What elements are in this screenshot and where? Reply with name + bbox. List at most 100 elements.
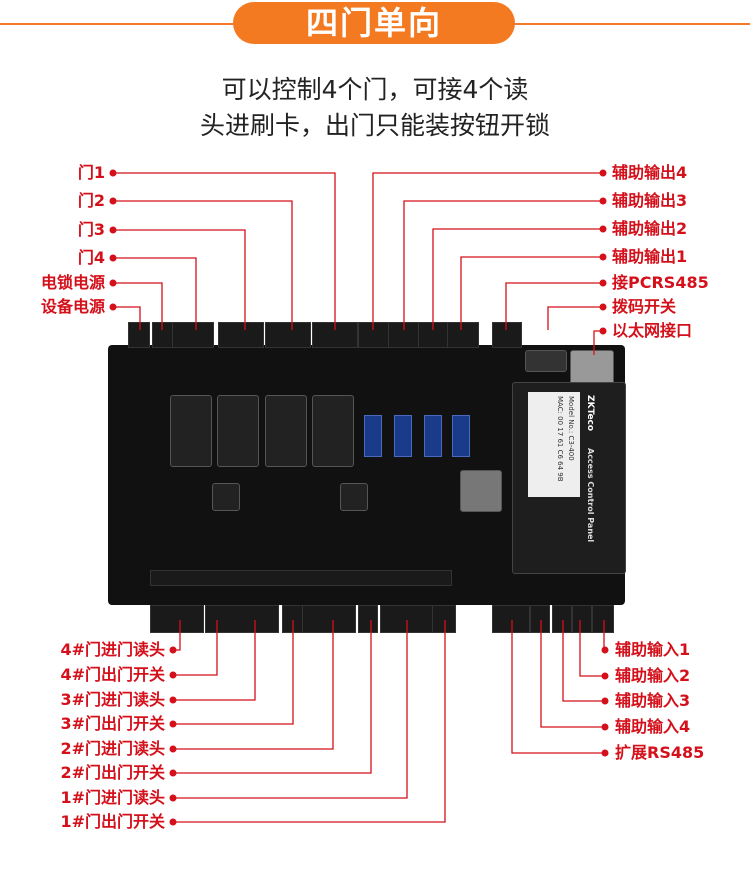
terminal-block (172, 322, 214, 348)
port-label: 门4 (77, 248, 105, 267)
module-title: Access Control Panel (586, 448, 595, 543)
aux-relay (424, 415, 442, 457)
port-label: 3#门出门开关 (60, 714, 165, 733)
leader-line (505, 282, 603, 330)
leader-line (173, 620, 372, 774)
leader-dot (169, 696, 177, 704)
subtitle-line1: 可以控制4个门，可接4个读 (221, 75, 529, 104)
brand-logo: ZKTeco (585, 395, 595, 432)
leader-dot (601, 697, 609, 705)
terminal-block (128, 322, 150, 348)
leader-dot (601, 723, 609, 731)
aux-relay (394, 415, 412, 457)
leader-dot (599, 169, 607, 177)
leader-dot (599, 253, 607, 261)
port-label: 辅助输入2 (615, 666, 691, 685)
terminal-block (432, 605, 456, 633)
terminal-block (302, 605, 356, 633)
port-label: 电锁电源 (40, 273, 105, 292)
model-number: Model No.: C3-400 (567, 396, 575, 461)
banner-line-right (513, 23, 750, 25)
port-label: 以太网接口 (612, 321, 693, 340)
leader-line (113, 282, 163, 330)
leader-dot (169, 794, 177, 802)
leader-dot (169, 745, 177, 753)
port-label: 4#门出门开关 (60, 665, 165, 684)
subtitle-line2: 头进刷卡，出门只能装按钮开锁 (199, 111, 550, 140)
leader-line (547, 306, 603, 330)
terminal-block (447, 322, 479, 348)
battery (460, 470, 502, 512)
port-label: 辅助输出1 (612, 247, 688, 266)
leader-dot (109, 169, 117, 177)
port-label: 辅助输出2 (612, 219, 688, 238)
leader-line (173, 620, 446, 823)
leader-line (432, 228, 603, 330)
dip-switch (525, 350, 567, 372)
leader-dot (601, 646, 609, 654)
port-label: 1#门出门开关 (60, 812, 165, 831)
leader-line (579, 620, 605, 677)
leader-dot (169, 646, 177, 654)
port-label: 辅助输入1 (615, 640, 691, 659)
terminal-block (265, 322, 311, 348)
terminal-block (592, 605, 614, 633)
leader-dot (109, 254, 117, 262)
relay (265, 395, 307, 467)
leader-dot (601, 672, 609, 680)
leader-line (540, 620, 605, 728)
port-label: 辅助输出3 (612, 191, 688, 210)
terminal-strip (150, 570, 452, 586)
relay (312, 395, 354, 467)
port-label: 扩展RS485 (615, 743, 705, 762)
leader-line (173, 620, 334, 750)
terminal-block (358, 605, 378, 633)
port-label: 1#门进门读头 (60, 788, 165, 807)
leader-dot (599, 279, 607, 287)
leader-line (173, 620, 294, 725)
banner-line-left (0, 23, 235, 25)
aux-relay (452, 415, 470, 457)
port-label: 2#门出门开关 (60, 763, 165, 782)
port-label: 门1 (77, 163, 105, 182)
terminal-block (418, 322, 450, 348)
terminal-block (218, 322, 264, 348)
leader-dot (109, 197, 117, 205)
leader-line (173, 620, 408, 799)
leader-line (113, 306, 141, 330)
leader-dot (599, 197, 607, 205)
terminal-block (492, 605, 530, 633)
port-label: 接PCRS485 (612, 273, 709, 292)
leader-line (173, 620, 218, 676)
leader-dot (169, 769, 177, 777)
terminal-block (530, 605, 550, 633)
terminal-block (552, 605, 572, 633)
port-label: 拨码开关 (612, 297, 677, 316)
relay (170, 395, 212, 467)
port-label: 3#门进门读头 (60, 690, 165, 709)
leader-line (173, 620, 256, 701)
mac-address: MAC: 00 17 61 C6 64 9B (556, 396, 564, 482)
port-label: 辅助输入4 (615, 717, 691, 736)
leader-line (113, 257, 197, 330)
leader-dot (601, 749, 609, 757)
leader-dot (169, 671, 177, 679)
chip (340, 483, 368, 511)
leader-line (113, 200, 293, 330)
leader-line (403, 200, 603, 330)
leader-dot (599, 327, 607, 335)
leader-line (173, 620, 181, 651)
leader-dot (599, 225, 607, 233)
port-label: 辅助输入3 (615, 691, 691, 710)
aux-relay (364, 415, 382, 457)
leader-dot (599, 303, 607, 311)
leader-dot (169, 818, 177, 826)
leader-dot (109, 303, 117, 311)
model-sticker (528, 392, 580, 497)
terminal-block (358, 322, 390, 348)
leader-line (603, 620, 605, 651)
leader-line (113, 229, 246, 330)
leader-line (562, 620, 605, 702)
